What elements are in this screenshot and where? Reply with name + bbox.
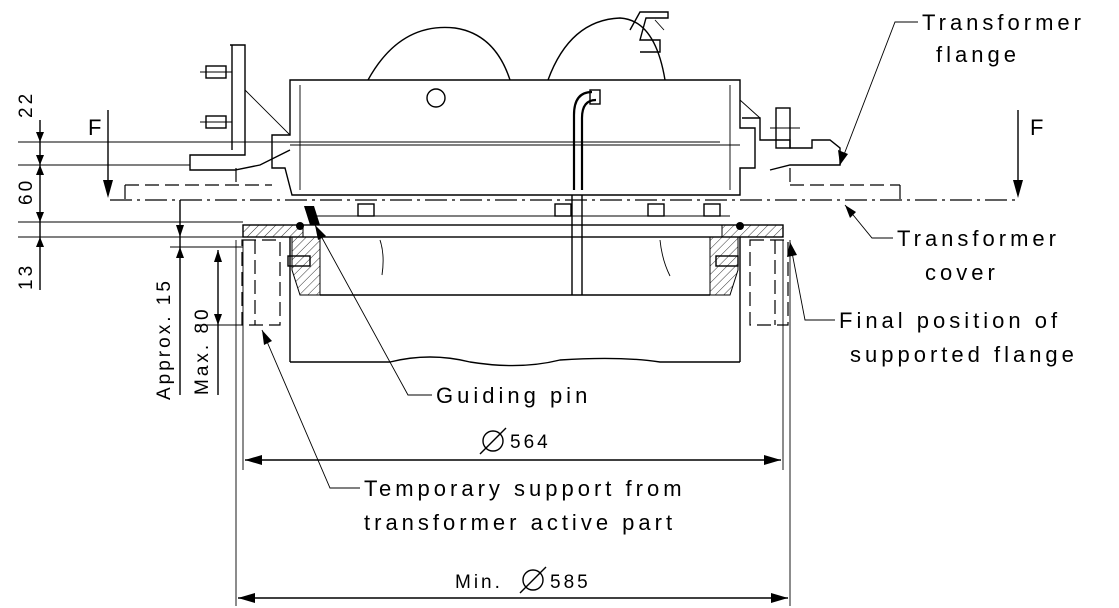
dim-min-prefix: Min.	[455, 572, 503, 593]
transformer-flange-outline	[110, 168, 1020, 201]
guiding-pin-label: Guiding pin	[436, 383, 591, 408]
flange-bolts	[310, 203, 730, 217]
force-left-label: F	[88, 115, 105, 140]
transformer-flange-label-2: flange	[936, 42, 1020, 67]
diameter-564-dimension: 564	[242, 240, 784, 470]
dim-60: 60	[16, 178, 37, 205]
transformer-cover-label-1: Transformer	[897, 226, 1060, 251]
dim-22: 22	[16, 91, 37, 118]
dim-approx-15: Approx. 15	[154, 278, 175, 400]
labels: Transformer flange Transformer cover Fin…	[364, 10, 1085, 535]
temporary-support-label-2: transformer active part	[364, 510, 676, 535]
guiding-pin-shape	[304, 206, 320, 225]
dim-max-80: Max. 80	[192, 306, 213, 395]
final-position-label-1: Final position of	[839, 308, 1061, 333]
transformer-flange-label-1: Transformer	[922, 10, 1085, 35]
final-position-label-2: supported flange	[850, 342, 1078, 367]
tap-changer-head	[189, 11, 841, 295]
force-arrow-left: F	[88, 110, 113, 198]
diameter-585-dimension: Min. 585	[235, 240, 791, 606]
left-dimensions: 22 60 13 Approx. 15 Max. 80	[16, 91, 720, 400]
seal-left	[296, 222, 304, 230]
transformer-cover-label-2: cover	[925, 260, 999, 285]
dim-dia-564: 564	[510, 432, 551, 453]
inspection-hole	[426, 88, 446, 108]
dim-dia-585: 585	[550, 572, 591, 593]
dim-13: 13	[16, 263, 37, 290]
temporary-supports	[241, 239, 789, 326]
force-right-label: F	[1030, 115, 1047, 140]
force-arrow-right: F	[1013, 110, 1047, 198]
seal-right	[736, 222, 744, 230]
supported-flange	[242, 203, 784, 367]
leaders	[261, 21, 918, 489]
temporary-support-label-1: Temporary support from	[364, 476, 686, 501]
